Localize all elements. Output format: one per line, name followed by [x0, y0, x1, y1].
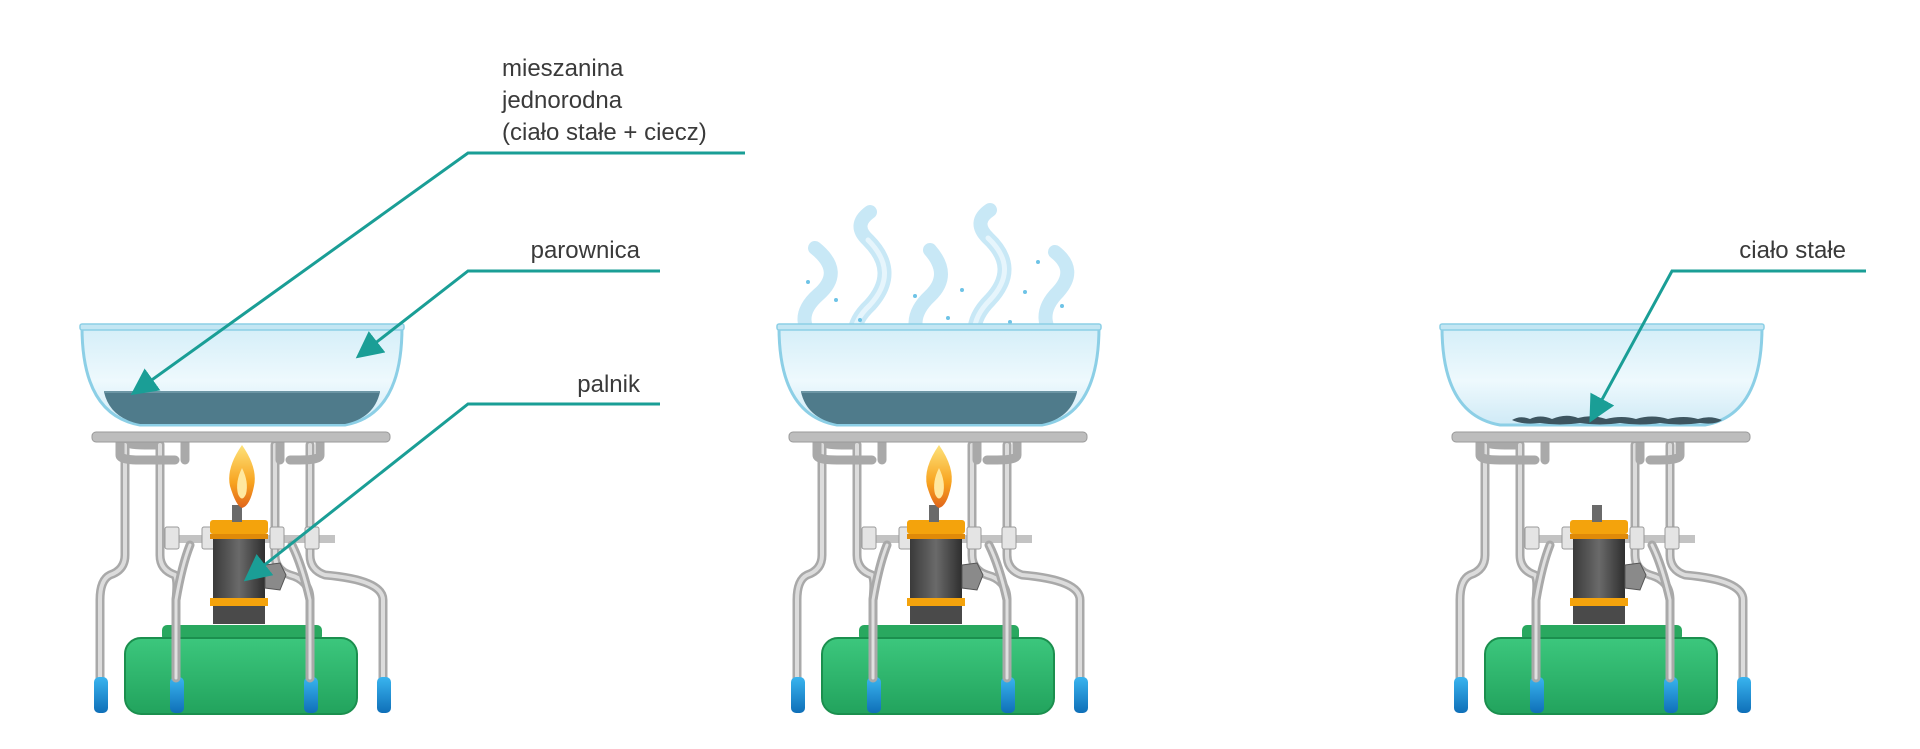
liquid-mixture: [800, 391, 1078, 425]
flame-icon: [229, 445, 255, 508]
solid-residue: [1512, 415, 1722, 425]
label-solid: ciało stałe: [1739, 237, 1846, 264]
flame-icon: [926, 445, 952, 508]
evaporating-dish: [1438, 322, 1766, 427]
label-burner: palnik: [577, 371, 641, 398]
pointer-mixture: [130, 151, 745, 396]
label-mixture-line3: (ciało stałe + ciecz): [502, 119, 707, 146]
liquid-mixture: [103, 391, 381, 425]
pointer-solid: [1589, 269, 1866, 423]
pointer-dish: [355, 269, 660, 359]
pointer-burner: [243, 402, 660, 582]
label-evaporating-dish: parownica: [531, 237, 641, 264]
label-mixture-line2: jednorodna: [501, 87, 623, 114]
stage-heating: [78, 322, 406, 714]
stage-dry: [1438, 322, 1766, 714]
pointer-lines: [130, 151, 1866, 582]
label-mixture-line1: mieszanina: [502, 55, 624, 82]
stage-evaporating: [775, 203, 1103, 714]
